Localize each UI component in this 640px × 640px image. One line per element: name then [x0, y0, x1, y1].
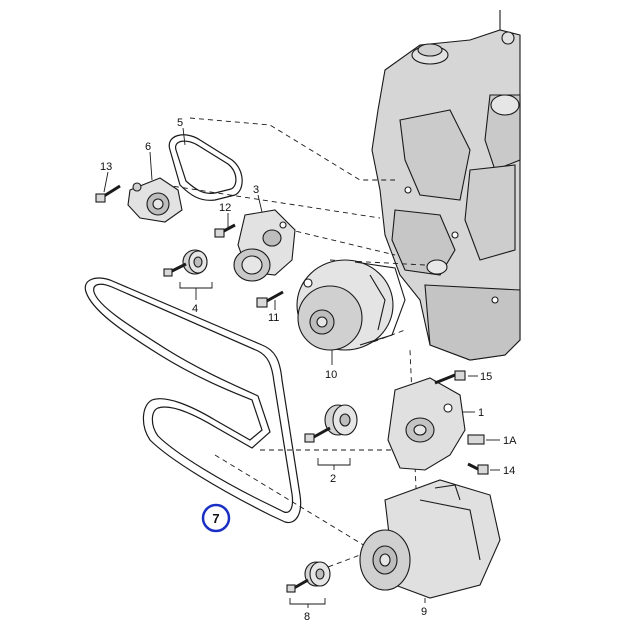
belt-tensioner[interactable] [233, 209, 296, 282]
small-ribbed-belt[interactable] [168, 134, 243, 201]
alternator[interactable] [296, 259, 406, 351]
callout-7-highlight[interactable]: 7 [201, 503, 231, 533]
callout-11[interactable]: 11 [268, 312, 279, 324]
callout-numbers: 5 6 13 3 12 4 11 10 15 1 1A 14 2 9 8 [100, 117, 517, 623]
callout-5[interactable]: 5 [177, 117, 183, 129]
callout-6[interactable]: 6 [145, 141, 151, 153]
highlight-ring [201, 503, 231, 533]
callout-14[interactable]: 14 [503, 465, 515, 477]
bolt-13[interactable] [95, 184, 121, 203]
callout-15[interactable]: 15 [480, 371, 492, 383]
callout-12[interactable]: 12 [219, 202, 231, 214]
callout-1[interactable]: 1 [478, 407, 484, 419]
bolt-12[interactable] [214, 223, 236, 238]
callout-10[interactable]: 10 [325, 369, 337, 381]
idler-pulley-4[interactable] [163, 249, 208, 277]
callout-9[interactable]: 9 [421, 606, 427, 618]
engine-block [371, 10, 521, 361]
callout-1a[interactable]: 1A [503, 435, 517, 447]
bolt-11[interactable] [256, 290, 284, 308]
callout-2[interactable]: 2 [330, 473, 336, 485]
bolt-14[interactable] [467, 462, 489, 475]
callout-13[interactable]: 13 [100, 161, 112, 173]
support-bracket[interactable] [387, 377, 466, 471]
callout-7[interactable]: 7 [212, 511, 219, 526]
callout-8[interactable]: 8 [304, 611, 310, 623]
tensioner-bracket[interactable] [127, 177, 183, 223]
sleeve-1a[interactable] [467, 434, 485, 445]
ac-compressor[interactable] [359, 479, 501, 599]
bolt-15[interactable] [434, 370, 466, 385]
main-ribbed-belt[interactable] [84, 277, 302, 524]
idler-pulley-2[interactable] [304, 404, 358, 443]
callout-3[interactable]: 3 [253, 184, 259, 196]
callout-leaders [103, 127, 500, 608]
callout-4[interactable]: 4 [192, 303, 198, 315]
idler-pulley-8[interactable] [286, 561, 331, 593]
